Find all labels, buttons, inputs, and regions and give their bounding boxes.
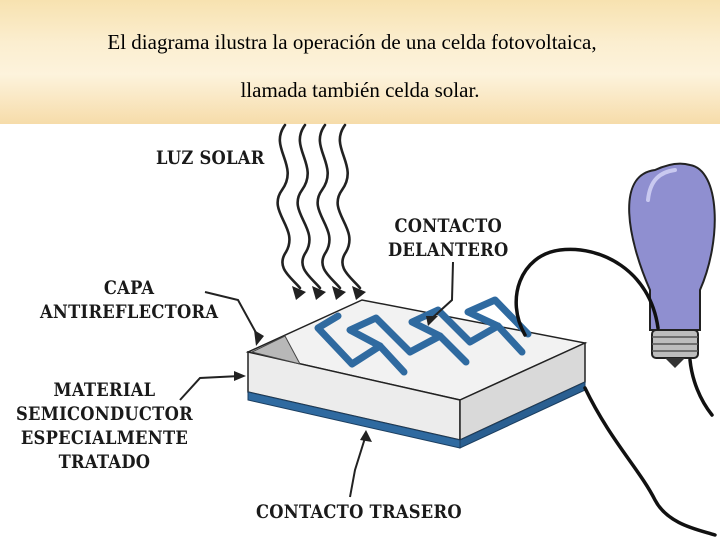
light-bulb-icon [628, 162, 716, 368]
front-wire [514, 247, 660, 337]
caption-line-2: llamada también celda solar. [240, 78, 480, 102]
label-contacto-delantero: CONTACTO DELANTERO [388, 215, 509, 261]
caption-header: El diagrama ilustra la operación de una … [0, 0, 720, 124]
label-luz-solar: LUZ SOLAR [156, 147, 265, 169]
back-wire [583, 386, 717, 537]
label-material-semiconductor: MATERIAL SEMICONDUCTOR ESPECIALMENTE TRA… [16, 379, 193, 473]
sun-rays-icon [276, 123, 366, 300]
solar-cell-icon [245, 296, 588, 449]
label-contacto-trasero: CONTACTO TRASERO [256, 501, 462, 523]
caption-line-1: El diagrama ilustra la operación de una … [107, 30, 597, 54]
label-capa-antireflectora: CAPA ANTIREFLECTORA [40, 277, 219, 323]
